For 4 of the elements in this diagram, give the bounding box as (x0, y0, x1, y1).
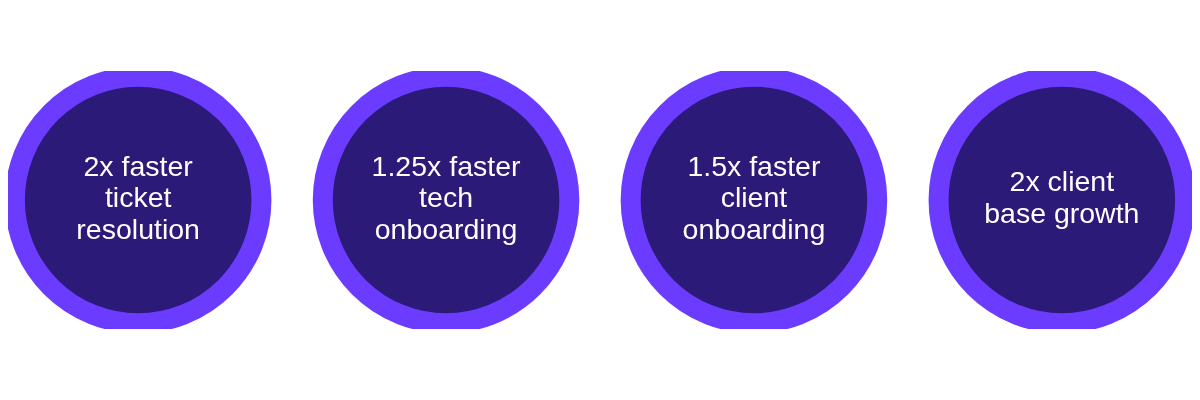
node-circle: 1.25x faster tech onboarding (312, 71, 580, 329)
node-circle: 2x faster ticket resolution (8, 71, 272, 329)
node-circle: 2x client base growth (928, 71, 1192, 329)
node-circle: 1.5x faster client onboarding (620, 71, 888, 329)
